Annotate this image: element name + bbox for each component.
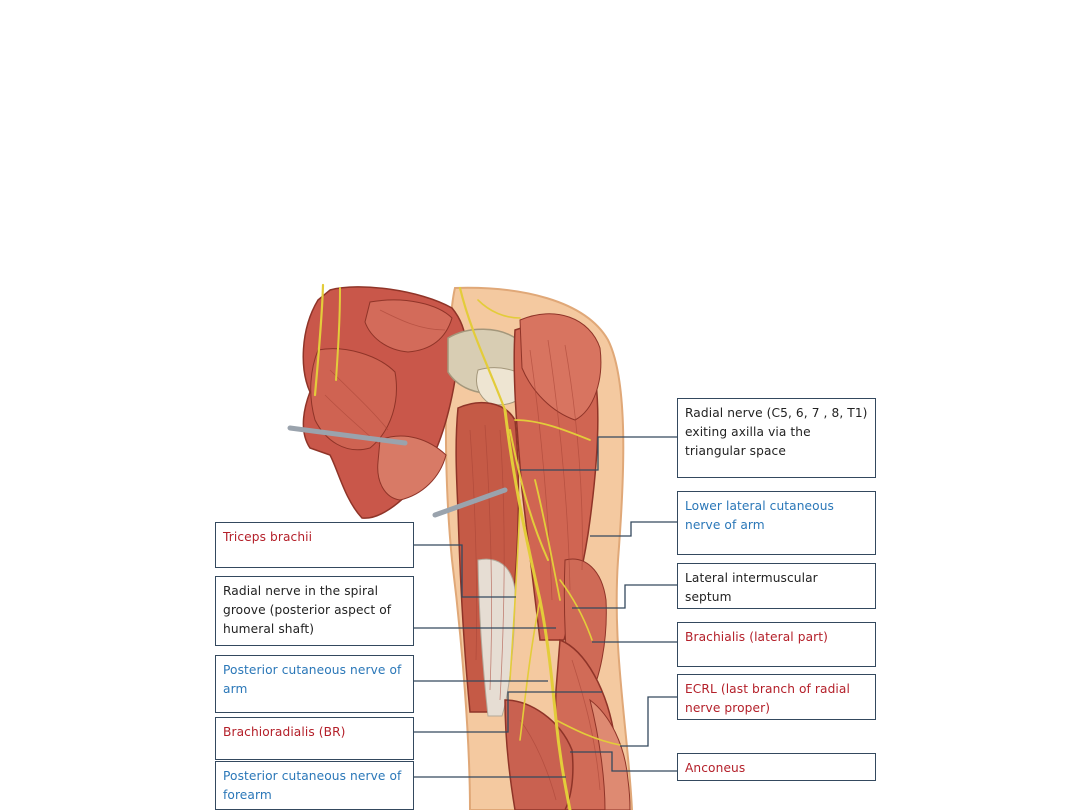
label-text: ECRL (last branch of radial nerve proper…: [685, 682, 850, 715]
retractor-upper: [287, 425, 408, 446]
label-anconeus: Anconeus: [677, 753, 876, 781]
label-text: Anconeus: [685, 761, 746, 775]
leader-lines: [414, 436, 677, 778]
label-text: Posterior cutaneous nerve of arm: [223, 663, 402, 696]
ecrl-muscle: [589, 698, 631, 810]
label-text: Posterior cutaneous nerve of forearm: [223, 769, 402, 802]
label-text: Brachioradialis (BR): [223, 725, 346, 739]
label-text: Radial nerve (C5, 6, 7 , 8, T1) exiting …: [685, 406, 868, 458]
label-posterior-cutaneous-nerve-forearm: Posterior cutaneous nerve of forearm: [215, 761, 414, 810]
label-text: Lateral intermuscular septum: [685, 571, 818, 604]
label-ecrl: ECRL (last branch of radial nerve proper…: [677, 674, 876, 720]
label-text: Brachialis (lateral part): [685, 630, 828, 644]
label-triceps-brachii: Triceps brachii: [215, 522, 414, 568]
label-radial-nerve-spiral-groove: Radial nerve in the spiral groove (poste…: [215, 576, 414, 646]
label-radial-nerve-axilla: Radial nerve (C5, 6, 7 , 8, T1) exiting …: [677, 398, 876, 478]
infraspinatus: [310, 348, 397, 451]
label-text: Radial nerve in the spiral groove (poste…: [223, 584, 392, 636]
label-text: Triceps brachii: [223, 530, 313, 544]
label-text: Lower lateral cutaneous nerve of arm: [685, 499, 834, 532]
label-posterior-cutaneous-nerve-arm: Posterior cutaneous nerve of arm: [215, 655, 414, 713]
label-lateral-intermuscular-septum: Lateral intermuscular septum: [677, 563, 876, 609]
nerves: [313, 283, 621, 810]
label-brachialis-lateral: Brachialis (lateral part): [677, 622, 876, 667]
retractor-lower: [432, 487, 508, 518]
label-lower-lateral-cutaneous-nerve: Lower lateral cutaneous nerve of arm: [677, 491, 876, 555]
label-brachioradialis: Brachioradialis (BR): [215, 717, 414, 760]
teres-area: [377, 435, 447, 501]
deltoid-posterior: [519, 313, 602, 421]
